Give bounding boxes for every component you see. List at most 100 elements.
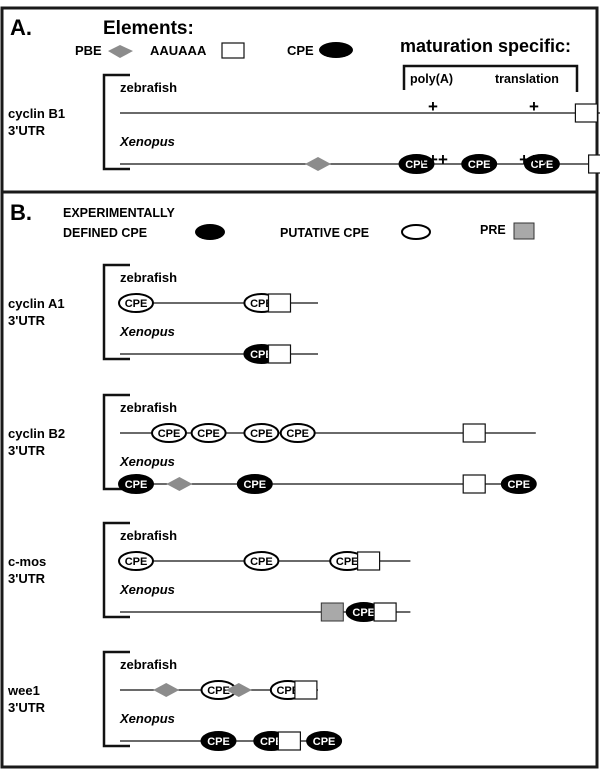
cpe-label: CPE bbox=[313, 736, 336, 748]
elements-title: Elements: bbox=[103, 18, 194, 39]
putative-cpe-element bbox=[190, 423, 227, 443]
gene-bracket bbox=[102, 521, 130, 619]
gene-bracket bbox=[102, 263, 130, 361]
species-label: Xenopus bbox=[119, 582, 175, 597]
putative-cpe-element bbox=[151, 423, 187, 443]
species-label: zebrafish bbox=[120, 270, 177, 285]
gene-name: cyclin B2 bbox=[8, 426, 65, 441]
translation-value: +++ bbox=[519, 150, 549, 169]
gene-bracket bbox=[102, 393, 130, 491]
cpe-label: CPE bbox=[250, 349, 273, 361]
cpe-label: CPE bbox=[197, 428, 220, 440]
experimental-cpe-element bbox=[398, 154, 435, 174]
cpe-label: CPE bbox=[336, 556, 359, 568]
panel-b-frame bbox=[0, 190, 599, 769]
legend-experimental-line2: DEFINED CPE bbox=[63, 226, 147, 240]
column-polya: poly(A) bbox=[410, 72, 453, 86]
species-label: zebrafish bbox=[120, 528, 177, 543]
maturation-bracket bbox=[402, 64, 579, 92]
gene-bracket bbox=[102, 73, 130, 171]
experimental-cpe-element bbox=[523, 154, 560, 174]
cpe-label: CPE bbox=[250, 556, 273, 568]
species-label: Xenopus bbox=[119, 134, 175, 149]
cpe-label: CPE bbox=[286, 428, 309, 440]
cpe-label: CPE bbox=[250, 428, 273, 440]
pre-box-icon bbox=[513, 222, 535, 240]
experimental-cpe-element bbox=[306, 731, 343, 751]
gene-utr-label: 3'UTR bbox=[8, 571, 46, 586]
cpe-label: CPE bbox=[158, 428, 181, 440]
legend-experimental-line1: EXPERIMENTALLY bbox=[63, 206, 175, 220]
species-label: Xenopus bbox=[119, 711, 175, 726]
cpe-label: CPE bbox=[250, 298, 273, 310]
pbe-diamond-icon bbox=[108, 45, 133, 58]
pbe-element bbox=[305, 157, 331, 171]
maturation-title: maturation specific: bbox=[400, 36, 571, 56]
aauaaa-element bbox=[267, 344, 292, 364]
panel-a-label: A. bbox=[10, 15, 32, 40]
experimental-cpe-element bbox=[500, 474, 537, 494]
pbe-element bbox=[153, 683, 180, 697]
aauaaa-element bbox=[277, 731, 301, 751]
species-label: Xenopus bbox=[119, 324, 175, 339]
cpe-label: CPE bbox=[507, 479, 530, 491]
panel-b-label: B. bbox=[10, 200, 32, 225]
gene-name: c-mos bbox=[8, 554, 46, 569]
legend-pre-label: PRE bbox=[480, 223, 506, 237]
aauaaa-element bbox=[373, 602, 397, 622]
gene-bracket bbox=[102, 650, 130, 748]
cpe-filled-oval-icon bbox=[319, 42, 353, 58]
cpe-label: CPE bbox=[207, 685, 230, 697]
aauaaa-element bbox=[587, 154, 600, 174]
polya-value: +++ bbox=[418, 150, 448, 169]
cpe-label: CPE bbox=[405, 159, 428, 171]
aauaaa-element bbox=[267, 293, 292, 313]
putative-cpe-icon bbox=[401, 224, 431, 240]
cpe-label: CPE bbox=[207, 736, 230, 748]
cpe-label: CPE bbox=[260, 736, 283, 748]
cpe-label: CPE bbox=[352, 607, 375, 619]
aauaaa-element bbox=[357, 551, 381, 571]
cyclin-b1-group: cyclin B13'UTRzebrafishCPECPEXenopusCPEC… bbox=[8, 73, 600, 174]
gene-name: wee1 bbox=[7, 683, 40, 698]
cpe-label: CPE bbox=[125, 298, 148, 310]
putative-cpe-element bbox=[279, 423, 316, 443]
species-label: zebrafish bbox=[120, 400, 177, 415]
gene-utr-label: 3'UTR bbox=[8, 443, 46, 458]
experimental-cpe-icon bbox=[195, 224, 225, 240]
cpe-label: CPE bbox=[243, 479, 266, 491]
legend-pbe-label: PBE bbox=[75, 43, 102, 58]
species-label: Xenopus bbox=[119, 454, 175, 469]
aauaaa-element bbox=[294, 680, 318, 700]
species-label: zebrafish bbox=[120, 80, 177, 95]
column-translation: translation bbox=[495, 72, 559, 86]
aauaaa-element bbox=[574, 103, 599, 123]
pbe-element bbox=[166, 477, 193, 491]
gene-utr-label: 3'UTR bbox=[8, 700, 46, 715]
cpe-label: CPE bbox=[468, 159, 491, 171]
legend-cpe-label: CPE bbox=[287, 43, 314, 58]
putative-cpe-element bbox=[243, 423, 280, 443]
putative-cpe-element bbox=[243, 551, 280, 571]
cpe-label: CPE bbox=[531, 159, 554, 171]
experimental-cpe-element bbox=[118, 474, 154, 494]
experimental-cpe-element bbox=[236, 474, 273, 494]
cpe-label: CPE bbox=[125, 479, 148, 491]
legend-putative-label: PUTATIVE CPE bbox=[280, 226, 369, 240]
legend-aauaaa-label: AAUAAA bbox=[150, 43, 207, 58]
translation-value: + bbox=[529, 97, 539, 116]
gene-name: cyclin A1 bbox=[8, 296, 65, 311]
experimental-cpe-element bbox=[200, 731, 237, 751]
pre-element bbox=[320, 602, 344, 622]
aauaaa-box-icon bbox=[221, 42, 245, 59]
aauaaa-element bbox=[462, 474, 486, 494]
putative-cpe-element bbox=[118, 551, 154, 571]
gene-utr-label: 3'UTR bbox=[8, 123, 46, 138]
pbe-element bbox=[225, 683, 252, 697]
cpe-label: CPE bbox=[125, 556, 148, 568]
species-label: zebrafish bbox=[120, 657, 177, 672]
